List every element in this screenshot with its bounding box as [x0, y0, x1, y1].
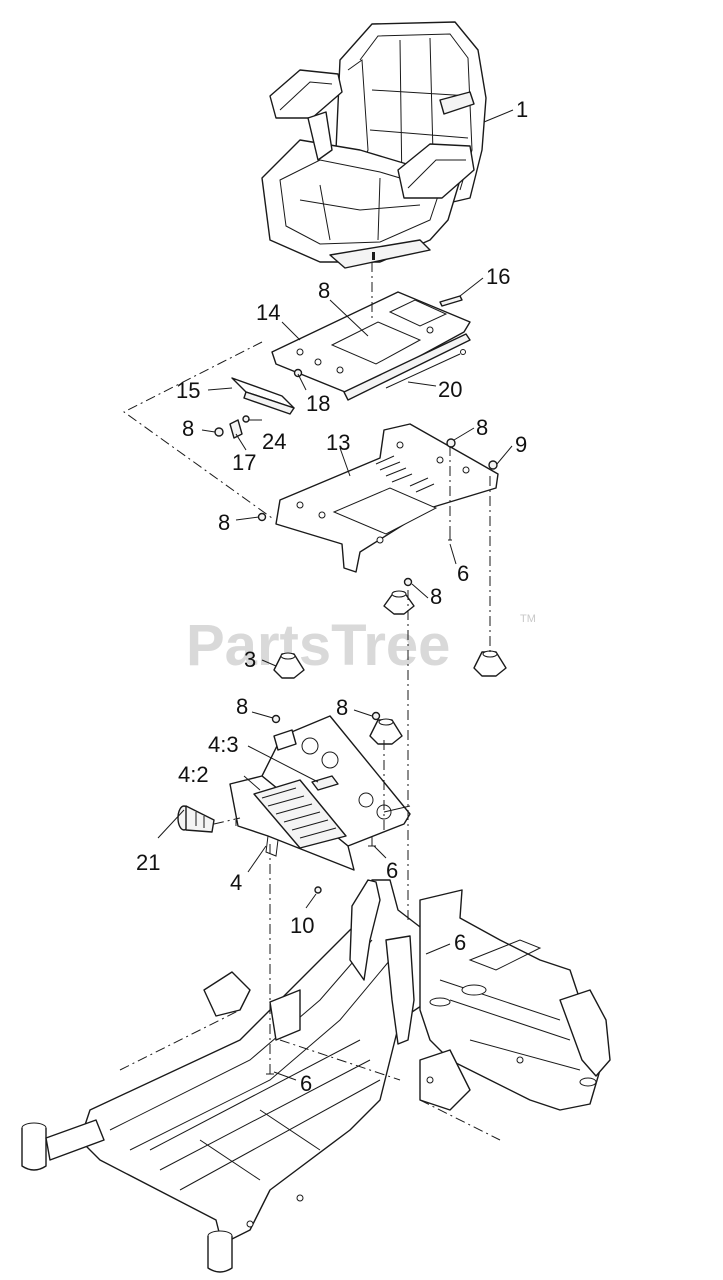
- isolator-mount: [383, 577, 415, 615]
- callout-20: 20: [438, 377, 462, 402]
- callout-9: 9: [515, 432, 527, 457]
- callout-labels: 1 16 8 14 15 18 20 8 24 17 13 8 9 8 6 8 …: [136, 97, 528, 1096]
- callout-4: 4: [230, 870, 242, 895]
- isolator-mount: [473, 650, 507, 677]
- callout-4-2: 4:2: [178, 762, 209, 787]
- callout-8: 8: [182, 416, 194, 441]
- callout-3: 3: [244, 647, 256, 672]
- callout-6: 6: [386, 858, 398, 883]
- callout-18: 18: [306, 391, 330, 416]
- seat-pan: [271, 291, 471, 401]
- callout-16: 16: [486, 264, 510, 289]
- seat-assembly: [261, 21, 487, 269]
- seat-cover-shield: [229, 715, 411, 871]
- watermark-trademark: TM: [520, 613, 536, 625]
- callout-leaders: [157, 109, 514, 1081]
- callout-24: 24: [262, 429, 286, 454]
- seat-switch-bracket: [214, 377, 295, 439]
- watermark: PartsTree: [186, 613, 450, 678]
- callout-13: 13: [326, 430, 350, 455]
- callout-8: 8: [236, 694, 248, 719]
- assembly-center-lines: [119, 262, 501, 1141]
- adjustment-knob: [177, 805, 215, 833]
- isolator-mount: [369, 711, 403, 745]
- callout-8: 8: [318, 278, 330, 303]
- callout-6: 6: [454, 930, 466, 955]
- callout-1: 1: [516, 97, 528, 122]
- callout-8: 8: [218, 510, 230, 535]
- seat-mount-plate: [257, 423, 499, 573]
- callout-10: 10: [290, 913, 314, 938]
- callout-8: 8: [430, 584, 442, 609]
- callout-8: 8: [336, 695, 348, 720]
- callout-21: 21: [136, 850, 160, 875]
- isolator-mount: [273, 652, 305, 679]
- callout-17: 17: [232, 450, 256, 475]
- callout-15: 15: [176, 378, 200, 403]
- callout-6: 6: [457, 561, 469, 586]
- callout-14: 14: [256, 300, 280, 325]
- chassis-frame: [21, 836, 611, 1273]
- callout-4-3: 4:3: [208, 732, 239, 757]
- callout-6: 6: [300, 1071, 312, 1096]
- callout-8: 8: [476, 415, 488, 440]
- isolator-mounts: [271, 577, 507, 745]
